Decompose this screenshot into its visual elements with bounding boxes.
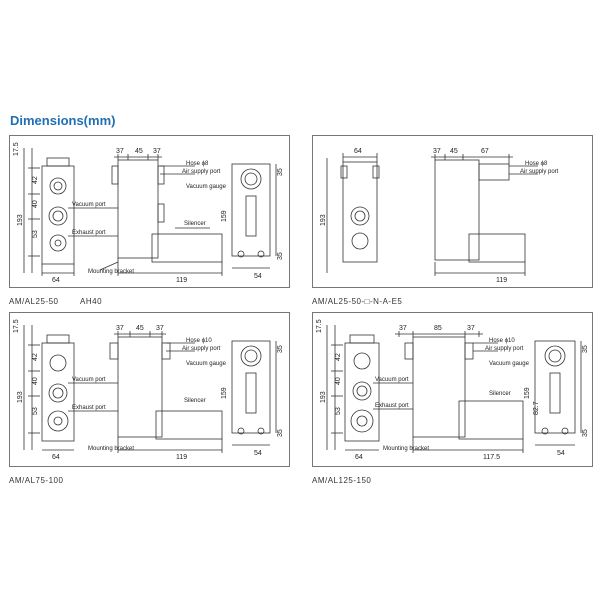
dim-159: 159 bbox=[524, 387, 531, 399]
label-exhaust-port: Exhaust port bbox=[72, 405, 106, 411]
technical-drawing-am-al25-50: 17.5 193 42 40 53 64 37 45 37 119 54 159… bbox=[13, 142, 284, 284]
label-vacuum-gauge: Vacuum gauge bbox=[186, 184, 227, 190]
label-vacuum-port: Vacuum port bbox=[375, 377, 409, 383]
dim-40: 40 bbox=[32, 200, 39, 208]
label-air-supply-port: Air supply port bbox=[182, 169, 221, 175]
technical-drawing-am-al125-150: 17.5 193 42 40 53 64 37 85 37 117.5 54 1… bbox=[316, 319, 589, 461]
label-vacuum-port: Vacuum port bbox=[72, 377, 106, 383]
dim-17-5: 17.5 bbox=[13, 319, 20, 333]
dim-35-top: 35 bbox=[277, 345, 284, 353]
dim-119: 119 bbox=[176, 454, 187, 461]
label-exhaust-port: Exhaust port bbox=[72, 230, 106, 236]
dim-159: 159 bbox=[221, 210, 228, 222]
dim-40: 40 bbox=[32, 377, 39, 385]
dim-45: 45 bbox=[136, 325, 144, 332]
dim-53: 53 bbox=[32, 230, 39, 238]
dim-45: 45 bbox=[135, 148, 143, 155]
dim-35-bottom: 35 bbox=[277, 429, 284, 437]
dim-193: 193 bbox=[320, 214, 327, 226]
dim-119: 119 bbox=[176, 277, 187, 284]
dim-119: 119 bbox=[496, 277, 507, 284]
dim-37-a: 37 bbox=[116, 148, 124, 155]
label-vacuum-gauge: Vacuum gauge bbox=[489, 361, 530, 367]
dim-35-top: 35 bbox=[582, 345, 589, 353]
caption-ah40: AH40 bbox=[80, 297, 103, 306]
label-vacuum-gauge: Vacuum gauge bbox=[186, 361, 227, 367]
label-silencer: Silencer bbox=[489, 391, 511, 397]
dim-54: 54 bbox=[557, 450, 565, 457]
dim-35-top: 35 bbox=[277, 168, 284, 176]
dim-85: 85 bbox=[434, 325, 442, 332]
label-vacuum-port: Vacuum port bbox=[72, 202, 106, 208]
dim-45: 45 bbox=[450, 148, 458, 155]
dim-35-bottom: 35 bbox=[582, 429, 589, 437]
dim-54: 54 bbox=[254, 273, 262, 280]
dim-117-5: 117.5 bbox=[483, 454, 500, 461]
dim-42: 42 bbox=[32, 353, 39, 361]
label-silencer: Silencer bbox=[184, 398, 206, 404]
page-title: Dimensions(mm) bbox=[10, 113, 116, 128]
technical-drawing-am-al75-100: 17.5 193 42 40 53 64 37 45 37 119 54 159… bbox=[13, 319, 284, 461]
dim-17-5: 17.5 bbox=[13, 142, 20, 156]
label-mounting-bracket: Mounting bracket bbox=[383, 446, 429, 452]
label-exhaust-port: Exhaust port bbox=[375, 403, 409, 409]
dim-37-a: 37 bbox=[116, 325, 124, 332]
dim-42: 42 bbox=[335, 353, 342, 361]
label-air-supply-port: Air supply port bbox=[182, 346, 221, 352]
dim-159: 159 bbox=[221, 387, 228, 399]
drawing-panel-am-al25-50-n-a-e5: 64 193 37 45 67 119 Hose ϕ8 Air supply p… bbox=[312, 135, 593, 288]
caption-am-al25-50: AM/AL25-50 bbox=[9, 297, 59, 306]
dim-193: 193 bbox=[320, 391, 327, 403]
dim-64: 64 bbox=[355, 454, 363, 461]
technical-drawing-am-al25-50-n-a-e5: 64 193 37 45 67 119 Hose ϕ8 Air supply p… bbox=[320, 148, 559, 284]
label-mounting-bracket: Mounting bracket bbox=[88, 446, 134, 452]
dim-82-7: 82.7 bbox=[533, 401, 540, 415]
label-silencer: Silencer bbox=[184, 221, 206, 227]
dim-64: 64 bbox=[52, 454, 60, 461]
dim-53: 53 bbox=[32, 407, 39, 415]
drawing-panel-am-al25-50: 17.5 193 42 40 53 64 37 45 37 119 54 159… bbox=[9, 135, 290, 288]
dim-54: 54 bbox=[254, 450, 262, 457]
dim-42: 42 bbox=[32, 176, 39, 184]
dim-37-a: 37 bbox=[399, 325, 407, 332]
label-hose: Hose ϕ10 bbox=[489, 338, 515, 344]
caption-am-al25-50-n-a-e5: AM/AL25-50-□-N-A-E5 bbox=[312, 297, 403, 306]
label-hose: Hose ϕ10 bbox=[186, 338, 212, 344]
drawing-panel-am-al75-100: 17.5 193 42 40 53 64 37 45 37 119 54 159… bbox=[9, 312, 290, 467]
dim-67: 67 bbox=[481, 148, 489, 155]
label-mounting-bracket: Mounting bracket bbox=[88, 269, 134, 275]
dim-17-5: 17.5 bbox=[316, 319, 323, 333]
label-air-supply-port: Air supply port bbox=[485, 346, 524, 352]
dim-64: 64 bbox=[354, 148, 362, 155]
caption-am-al75-100: AM/AL75-100 bbox=[9, 476, 64, 485]
label-air-supply-port: Air supply port bbox=[520, 169, 559, 175]
dim-37-b: 37 bbox=[467, 325, 475, 332]
dim-35-bottom: 35 bbox=[277, 252, 284, 260]
dim-37-b: 37 bbox=[156, 325, 164, 332]
dim-193: 193 bbox=[17, 391, 24, 403]
label-hose: Hose ϕ8 bbox=[186, 161, 209, 167]
dim-53: 53 bbox=[335, 407, 342, 415]
label-hose: Hose ϕ8 bbox=[525, 161, 548, 167]
dim-193: 193 bbox=[17, 214, 24, 226]
dim-40: 40 bbox=[335, 377, 342, 385]
dim-64: 64 bbox=[52, 277, 60, 284]
caption-am-al125-150: AM/AL125-150 bbox=[312, 476, 372, 485]
drawing-panel-am-al125-150: 17.5 193 42 40 53 64 37 85 37 117.5 54 1… bbox=[312, 312, 593, 467]
dim-37: 37 bbox=[433, 148, 441, 155]
dim-37-b: 37 bbox=[153, 148, 161, 155]
